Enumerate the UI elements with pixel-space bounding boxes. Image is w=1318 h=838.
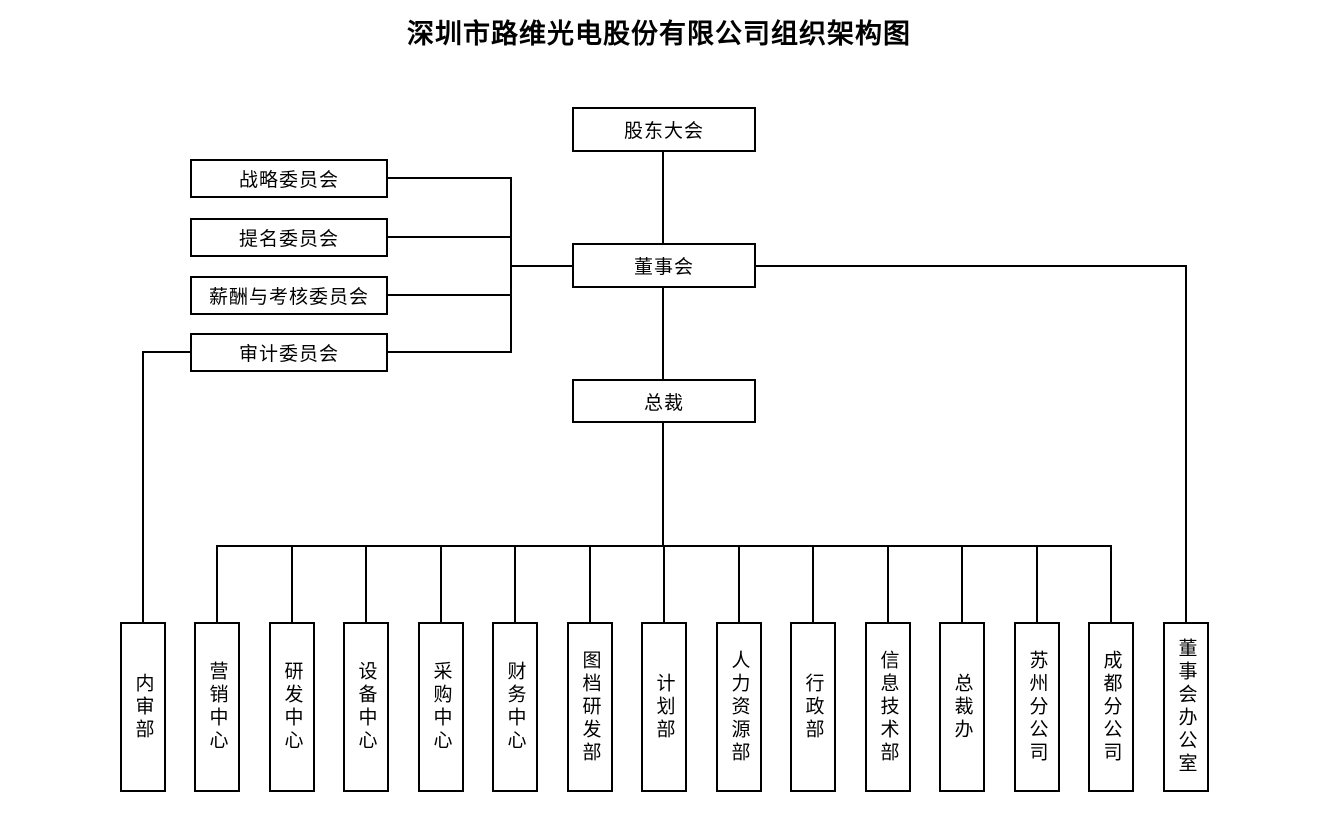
line-drop-rd-center [291, 545, 293, 622]
node-president-office: 总裁办 [939, 622, 985, 792]
node-it-dept-label: 信息技术部 [877, 649, 899, 765]
node-chengdu-branch: 成都分公司 [1088, 622, 1134, 792]
line-drop-it-dept [887, 545, 889, 622]
node-audit-committee: 审计委员会 [190, 333, 388, 372]
node-rd-center: 研发中心 [269, 622, 315, 792]
line-audit-internal-vertical [142, 351, 144, 622]
line-drop-procurement-center [440, 545, 442, 622]
node-internal-audit-dept-label: 内审部 [132, 672, 154, 742]
line-drop-drawing-rd-dept [589, 545, 591, 622]
node-board-of-directors-label: 董事会 [633, 257, 694, 278]
node-shareholders-meeting: 股东大会 [572, 107, 756, 152]
node-drawing-rd-dept-label: 图档研发部 [579, 649, 601, 765]
node-procurement-center-label: 采购中心 [430, 661, 452, 753]
line-drop-president-office [961, 545, 963, 622]
line-board-president [662, 288, 664, 379]
line-shareholders-board [662, 152, 664, 243]
node-audit-committee-label: 审计委员会 [238, 344, 339, 365]
node-board-office-label: 董事会办公室 [1175, 638, 1197, 776]
node-marketing-center: 营销中心 [194, 622, 240, 792]
node-strategy-committee-label: 战略委员会 [238, 170, 339, 191]
line-nomination-committee [388, 236, 512, 238]
node-president: 总裁 [572, 379, 756, 423]
node-admin-dept: 行政部 [790, 622, 836, 792]
node-hr-dept: 人力资源部 [716, 622, 762, 792]
line-drop-chengdu-branch [1110, 545, 1112, 622]
line-remuneration-committee [388, 294, 512, 296]
line-drop-finance-center [514, 545, 516, 622]
page-title: 深圳市路维光电股份有限公司组织架构图 [407, 19, 911, 49]
node-strategy-committee: 战略委员会 [190, 159, 388, 198]
line-audit-committee [388, 351, 512, 353]
node-board-of-directors: 董事会 [572, 243, 756, 288]
node-drawing-rd-dept: 图档研发部 [567, 622, 613, 792]
line-bus-board [510, 265, 572, 267]
line-drop-planning-dept [663, 545, 665, 622]
node-president-office-label: 总裁办 [951, 672, 973, 742]
node-finance-center-label: 财务中心 [504, 661, 526, 753]
line-drop-hr-dept [738, 545, 740, 622]
node-remuneration-appraisal-committee-label: 薪酬与考核委员会 [208, 287, 369, 308]
node-shareholders-meeting-label: 股东大会 [623, 121, 704, 142]
node-internal-audit-dept: 内审部 [120, 622, 166, 792]
node-chengdu-branch-label: 成都分公司 [1100, 649, 1122, 765]
node-suzhou-branch: 苏州分公司 [1014, 622, 1060, 792]
node-remuneration-appraisal-committee: 薪酬与考核委员会 [190, 276, 388, 315]
line-board-office-vertical [1185, 265, 1187, 622]
line-drop-suzhou-branch [1036, 545, 1038, 622]
node-suzhou-branch-label: 苏州分公司 [1026, 649, 1048, 765]
node-equipment-center-label: 设备中心 [355, 661, 377, 753]
node-nomination-committee: 提名委员会 [190, 218, 388, 257]
node-procurement-center: 采购中心 [418, 622, 464, 792]
node-marketing-center-label: 营销中心 [206, 661, 228, 753]
line-drop-admin-dept [812, 545, 814, 622]
line-board-office-horizontal [756, 265, 1187, 267]
node-finance-center: 财务中心 [492, 622, 538, 792]
line-president-bus [662, 423, 664, 547]
node-it-dept: 信息技术部 [865, 622, 911, 792]
node-equipment-center: 设备中心 [343, 622, 389, 792]
line-audit-internal-horizontal [142, 351, 190, 353]
node-planning-dept-label: 计划部 [653, 672, 675, 742]
node-rd-center-label: 研发中心 [281, 661, 303, 753]
line-strategy-committee [388, 177, 512, 179]
node-hr-dept-label: 人力资源部 [728, 649, 750, 765]
node-board-office: 董事会办公室 [1163, 622, 1209, 792]
line-drop-equipment-center [365, 545, 367, 622]
node-president-label: 总裁 [643, 392, 684, 414]
line-drop-marketing-center [216, 545, 218, 622]
node-planning-dept: 计划部 [641, 622, 687, 792]
node-nomination-committee-label: 提名委员会 [238, 229, 339, 250]
node-admin-dept-label: 行政部 [802, 672, 824, 742]
